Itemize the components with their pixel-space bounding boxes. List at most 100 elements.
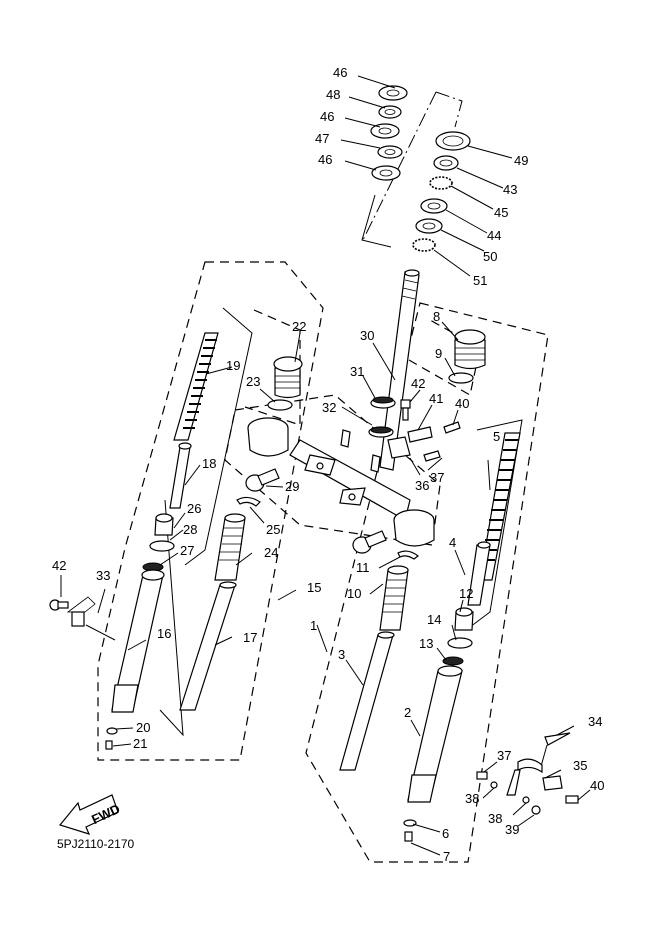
callout-32: 32	[322, 400, 336, 415]
callout-28: 28	[183, 522, 197, 537]
boot-24	[214, 513, 246, 581]
cover-49	[435, 131, 471, 151]
callout-23: 23	[246, 374, 260, 389]
callout-6: 6	[442, 826, 449, 841]
outer-tube-2	[407, 665, 463, 803]
bolt-lower-bracket	[352, 530, 387, 554]
bolt-42-left	[49, 599, 69, 611]
clamp-33	[66, 596, 96, 627]
rod-18	[169, 442, 192, 509]
callout-33: 33	[96, 568, 110, 583]
under-bracket-outline	[224, 394, 441, 546]
callout-49: 49	[514, 153, 528, 168]
steering-stem-30	[379, 269, 420, 471]
callout-51: 51	[473, 273, 487, 288]
callout-37: 37	[497, 748, 511, 763]
bolt-29	[245, 468, 280, 492]
race-44	[420, 198, 448, 214]
bolt-40-bottom	[565, 795, 579, 804]
bracket-assembly	[476, 732, 579, 815]
ring-14	[447, 637, 473, 649]
spring-5	[479, 432, 521, 581]
callout-34: 34	[588, 714, 602, 729]
part-code: 5PJ2110-2170	[57, 837, 135, 851]
nut-39	[531, 805, 541, 815]
cap-bolt-22	[273, 356, 303, 399]
callout-5: 5	[493, 429, 500, 444]
callout-43: 43	[503, 182, 517, 197]
callout-10: 10	[347, 586, 361, 601]
callout-38: 38	[465, 791, 479, 806]
callout-38: 38	[488, 811, 502, 826]
ring-nut-47	[377, 145, 403, 159]
callout-19: 19	[226, 358, 240, 373]
ball-51	[412, 238, 436, 252]
callout-46: 46	[320, 109, 334, 124]
callouts-top: 46 48 46 47 46 49 43 45 44 50 51	[315, 65, 528, 288]
ball-45	[429, 176, 453, 190]
callout-30: 30	[360, 328, 374, 343]
callout-18: 18	[202, 456, 216, 471]
group-bracket	[362, 91, 437, 241]
callout-40: 40	[590, 778, 604, 793]
clamp-35	[542, 775, 563, 791]
bearing-group	[361, 85, 471, 252]
callout-24: 24	[264, 545, 278, 560]
clamp-41	[407, 426, 433, 443]
clip-25	[236, 496, 261, 507]
callout-7: 7	[443, 849, 450, 864]
callout-2: 2	[404, 705, 411, 720]
callout-35: 35	[573, 758, 587, 773]
boot-10	[379, 565, 409, 631]
callout-44: 44	[487, 228, 501, 243]
inner-tube-3	[339, 631, 395, 771]
callout-22: 22	[292, 319, 306, 334]
bolt-37-bottom	[476, 771, 488, 780]
callout-17: 17	[243, 630, 257, 645]
callout-20: 20	[136, 720, 150, 735]
seal-32	[368, 426, 394, 438]
seal-31	[370, 396, 396, 409]
callout-8: 8	[433, 309, 440, 324]
callout-46: 46	[318, 152, 332, 167]
race-43	[433, 155, 459, 171]
callout-13: 13	[419, 636, 433, 651]
callouts: 22 19 23 30 8 31 9 42 41 40 32 18 29 37 …	[52, 309, 604, 864]
callout-11: 11	[356, 560, 370, 575]
group-bracket	[435, 91, 463, 128]
callout-14: 14	[427, 612, 441, 627]
callout-50: 50	[483, 249, 497, 264]
bolt-42-top	[400, 399, 411, 421]
outer-tube-16	[111, 569, 165, 713]
oring-23	[267, 399, 293, 411]
washer-38b	[522, 796, 530, 804]
race-50	[415, 218, 443, 234]
lock-washer-46-low	[371, 165, 401, 181]
callout-40: 40	[455, 396, 469, 411]
under-bracket	[247, 417, 435, 547]
callout-12: 12	[459, 586, 473, 601]
fwd-arrow-icon: FWD	[58, 794, 122, 835]
clamp-36	[387, 436, 411, 459]
seal-13	[442, 656, 464, 666]
bolt-7	[404, 831, 413, 842]
callout-45: 45	[494, 205, 508, 220]
callout-27: 27	[180, 543, 194, 558]
cap-bolt-8	[454, 329, 486, 370]
callout-29: 29	[285, 479, 299, 494]
callout-41: 41	[429, 391, 443, 406]
callout-3: 3	[338, 647, 345, 662]
callout-16: 16	[157, 626, 171, 641]
washer-6	[403, 819, 417, 827]
fork-assembly-left-outline	[97, 261, 324, 761]
callout-37: 37	[430, 470, 444, 485]
callout-42: 42	[411, 376, 425, 391]
spring-19	[173, 332, 219, 441]
callout-42: 42	[52, 558, 66, 573]
oring-9	[448, 372, 474, 384]
callout-46: 46	[333, 65, 347, 80]
callout-15: 15	[307, 580, 321, 595]
inner-tube-17	[179, 581, 237, 711]
ring-28	[149, 540, 175, 552]
